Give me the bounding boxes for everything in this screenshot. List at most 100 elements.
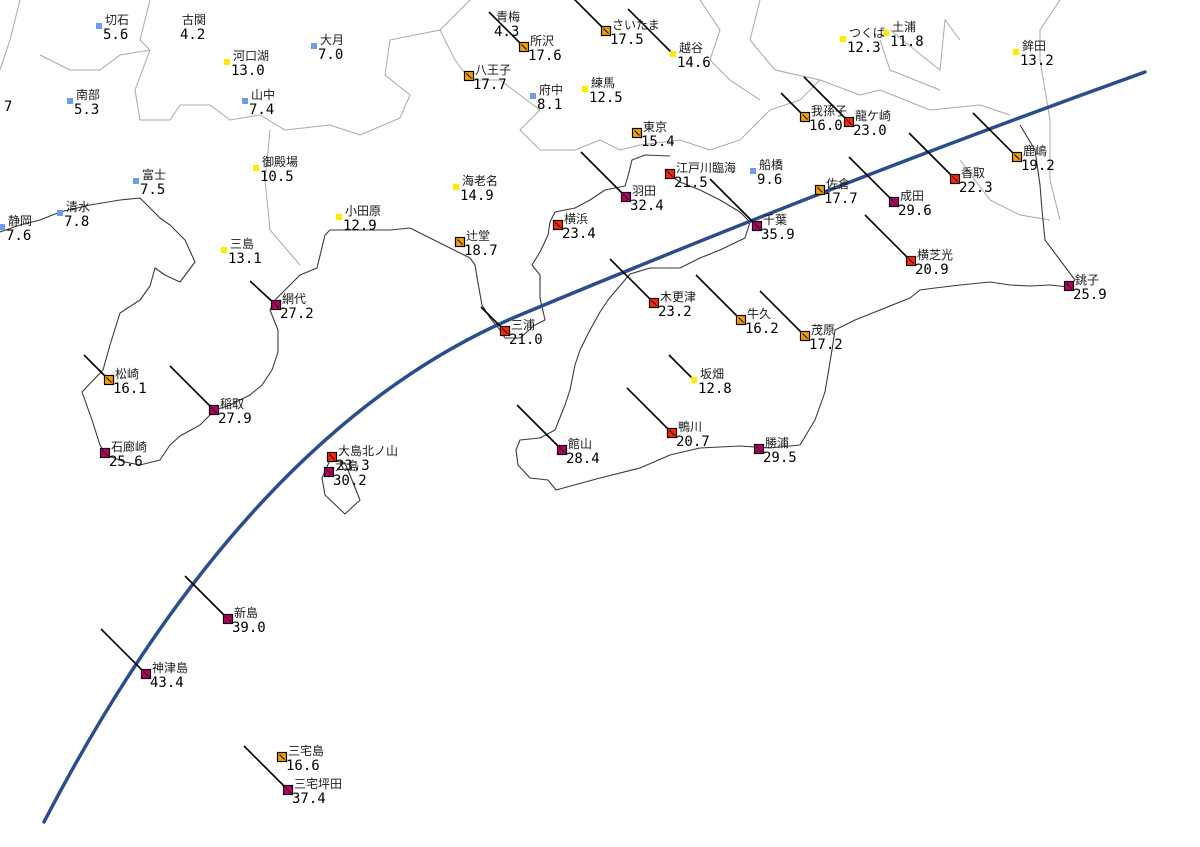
station-value: 21.5: [674, 175, 708, 191]
station-name: 東京: [643, 120, 667, 134]
station-value: 23.4: [562, 226, 596, 242]
wind-arrow-glyph: [555, 222, 561, 228]
coastline-path: [0, 154, 671, 466]
station-value: 13.2: [1020, 53, 1054, 69]
station-value: 23.2: [658, 304, 692, 320]
station-marker: [670, 51, 676, 57]
station-value: 25.9: [1073, 287, 1107, 303]
station-name: 我孫子: [811, 104, 847, 118]
station-marker: [96, 23, 102, 29]
wind-arrow-glyph: [102, 450, 108, 456]
station-name: 越谷: [679, 41, 703, 55]
wind-barb-line: [709, 178, 758, 227]
station-name: 鹿嶋: [1023, 143, 1047, 158]
station-name: 山中: [251, 87, 275, 102]
station-value: 5.6: [103, 27, 128, 43]
wind-barb-line: [100, 628, 147, 675]
wind-barb-line: [759, 290, 806, 337]
wind-barb-line: [972, 112, 1018, 158]
station-name: 茂原: [811, 323, 835, 337]
station-marker: [883, 30, 889, 36]
boundary-line: [439, 29, 500, 81]
station-name: 鉾田: [1022, 38, 1046, 53]
station-name: 静岡: [8, 214, 32, 228]
station-name: 羽田: [632, 184, 656, 198]
station-name: 御殿場: [262, 154, 298, 169]
station-value: 16.1: [113, 381, 147, 397]
wind-arrow-glyph: [326, 469, 332, 475]
station-marker: [133, 178, 139, 184]
station-name: 土浦: [892, 20, 916, 34]
station-name: 佐倉: [826, 176, 850, 191]
station-name: 松崎: [115, 367, 139, 381]
station-value: 9.6: [757, 172, 782, 188]
wind-barb-line: [864, 214, 912, 262]
wind-arrow-glyph: [817, 187, 823, 193]
station-name: 海老名: [462, 173, 498, 188]
boundary-line: [889, 18, 961, 71]
boundary-line: [39, 49, 151, 71]
station-marker: [311, 43, 317, 49]
wind-arrow-glyph: [279, 754, 285, 760]
station-marker: [582, 86, 588, 92]
wind-arrow-glyph: [738, 317, 744, 323]
wind-arrow-glyph: [756, 446, 762, 452]
station-name: 河口湖: [233, 48, 269, 63]
station-name: 香取: [961, 166, 985, 180]
typhoon-track-line: [42, 70, 1147, 824]
station-marker: [1013, 49, 1019, 55]
wind-arrow-glyph: [667, 171, 673, 177]
station-marker: [67, 98, 73, 104]
station-marker: [530, 93, 536, 99]
station-marker: [253, 165, 259, 171]
boundary-line: [134, 0, 471, 136]
station-name: 鴨川: [678, 420, 702, 434]
station-name: 龍ケ崎: [855, 108, 891, 123]
station-value: 4.3: [494, 24, 519, 40]
station-value: 7.8: [64, 214, 89, 230]
boundary-line: [749, 0, 881, 96]
station-name: 三宅坪田: [294, 776, 342, 791]
station-name: 木更津: [660, 290, 696, 304]
boundary-line: [879, 39, 941, 91]
station-value: 20.9: [915, 262, 949, 278]
coastline-path: [321, 459, 361, 515]
wind-barb-line: [803, 76, 850, 123]
station-marker: [840, 36, 846, 42]
station-value: 16.0: [809, 118, 843, 134]
wind-arrow-glyph: [285, 787, 291, 793]
station-value: 17.5: [610, 32, 644, 48]
station-name: つくば: [849, 26, 885, 40]
station-value: 10.5: [260, 169, 294, 185]
station-value: 18.7: [464, 243, 498, 259]
station-value: 12.9: [343, 218, 377, 234]
station-value: 7.6: [6, 228, 31, 244]
station-value: 23.0: [853, 123, 887, 139]
wind-arrow-glyph: [466, 73, 472, 79]
station-value: 39.0: [232, 620, 266, 636]
station-value: 27.9: [218, 411, 252, 427]
wind-barb-line: [626, 387, 673, 434]
station-name: 牛久: [747, 306, 771, 321]
station-value: 28.4: [566, 451, 600, 467]
boundary-line: [639, 79, 821, 151]
station-name: 稲取: [220, 397, 244, 411]
station-name: 八王子: [475, 63, 511, 77]
station-value: 7.4: [249, 102, 274, 118]
station-name: 古関: [182, 12, 206, 27]
wind-barb-line: [184, 575, 229, 620]
station-value: 12.3: [847, 40, 881, 56]
station-marker: [691, 377, 697, 383]
wind-arrow-glyph: [521, 44, 527, 50]
station-name: 辻堂: [466, 229, 490, 243]
wind-barb-line: [573, 0, 607, 32]
wind-arrow-glyph: [802, 333, 808, 339]
station-value: 21.0: [509, 332, 543, 348]
station-value: 11.8: [890, 34, 924, 50]
station-value: 25.6: [109, 454, 143, 470]
station-marker: [453, 184, 459, 190]
coastline-path: [515, 124, 1076, 491]
wind-arrow-glyph: [846, 119, 852, 125]
